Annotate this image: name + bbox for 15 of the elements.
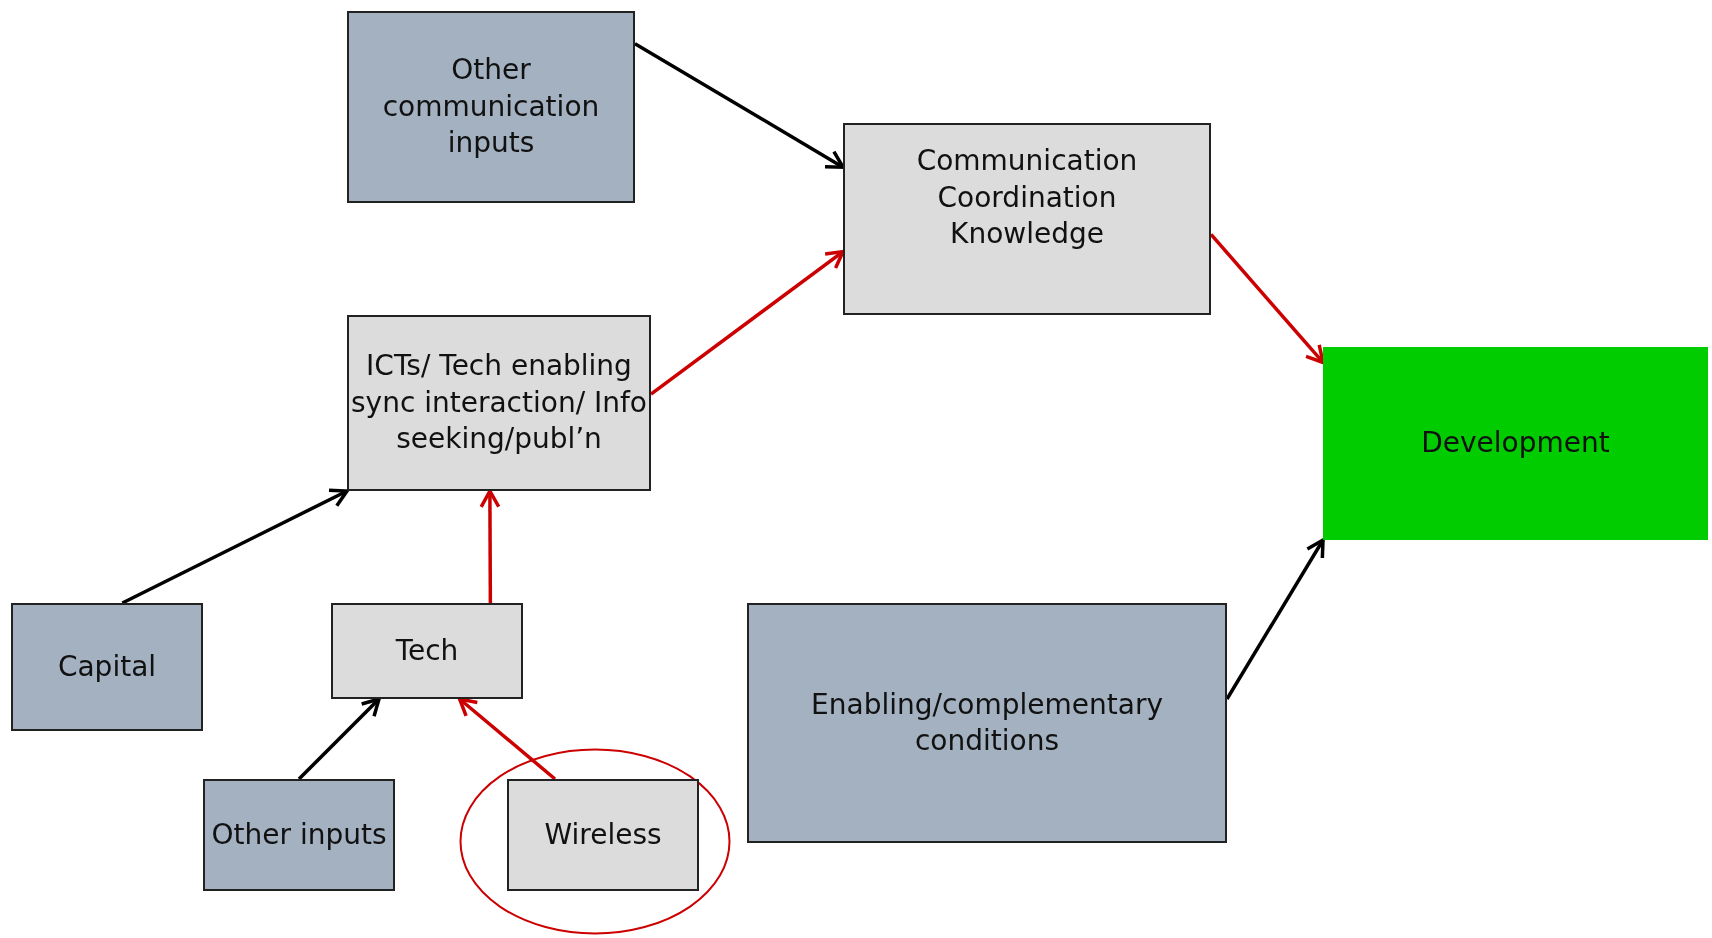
process-box: Other inputs: [203, 779, 395, 891]
process-box: Wireless: [507, 779, 699, 891]
arrow: [457, 697, 557, 781]
highlight-ellipse: [459, 748, 731, 935]
arrow: [479, 489, 501, 603]
process-box: Enabling/complementary conditions: [747, 603, 1227, 843]
process-box: Capital: [11, 603, 203, 731]
process-box: Tech: [331, 603, 523, 699]
process-box: Communication Coordination Knowledge: [843, 123, 1211, 315]
process-box: Other communication inputs: [347, 11, 635, 203]
process-box: Development: [1323, 347, 1708, 540]
process-box: ICTs/ Tech enabling sync interaction/ Info seeking/publ’n: [347, 315, 651, 491]
arrow: [297, 697, 381, 781]
arrow: [121, 488, 349, 605]
arrow: [634, 42, 845, 169]
